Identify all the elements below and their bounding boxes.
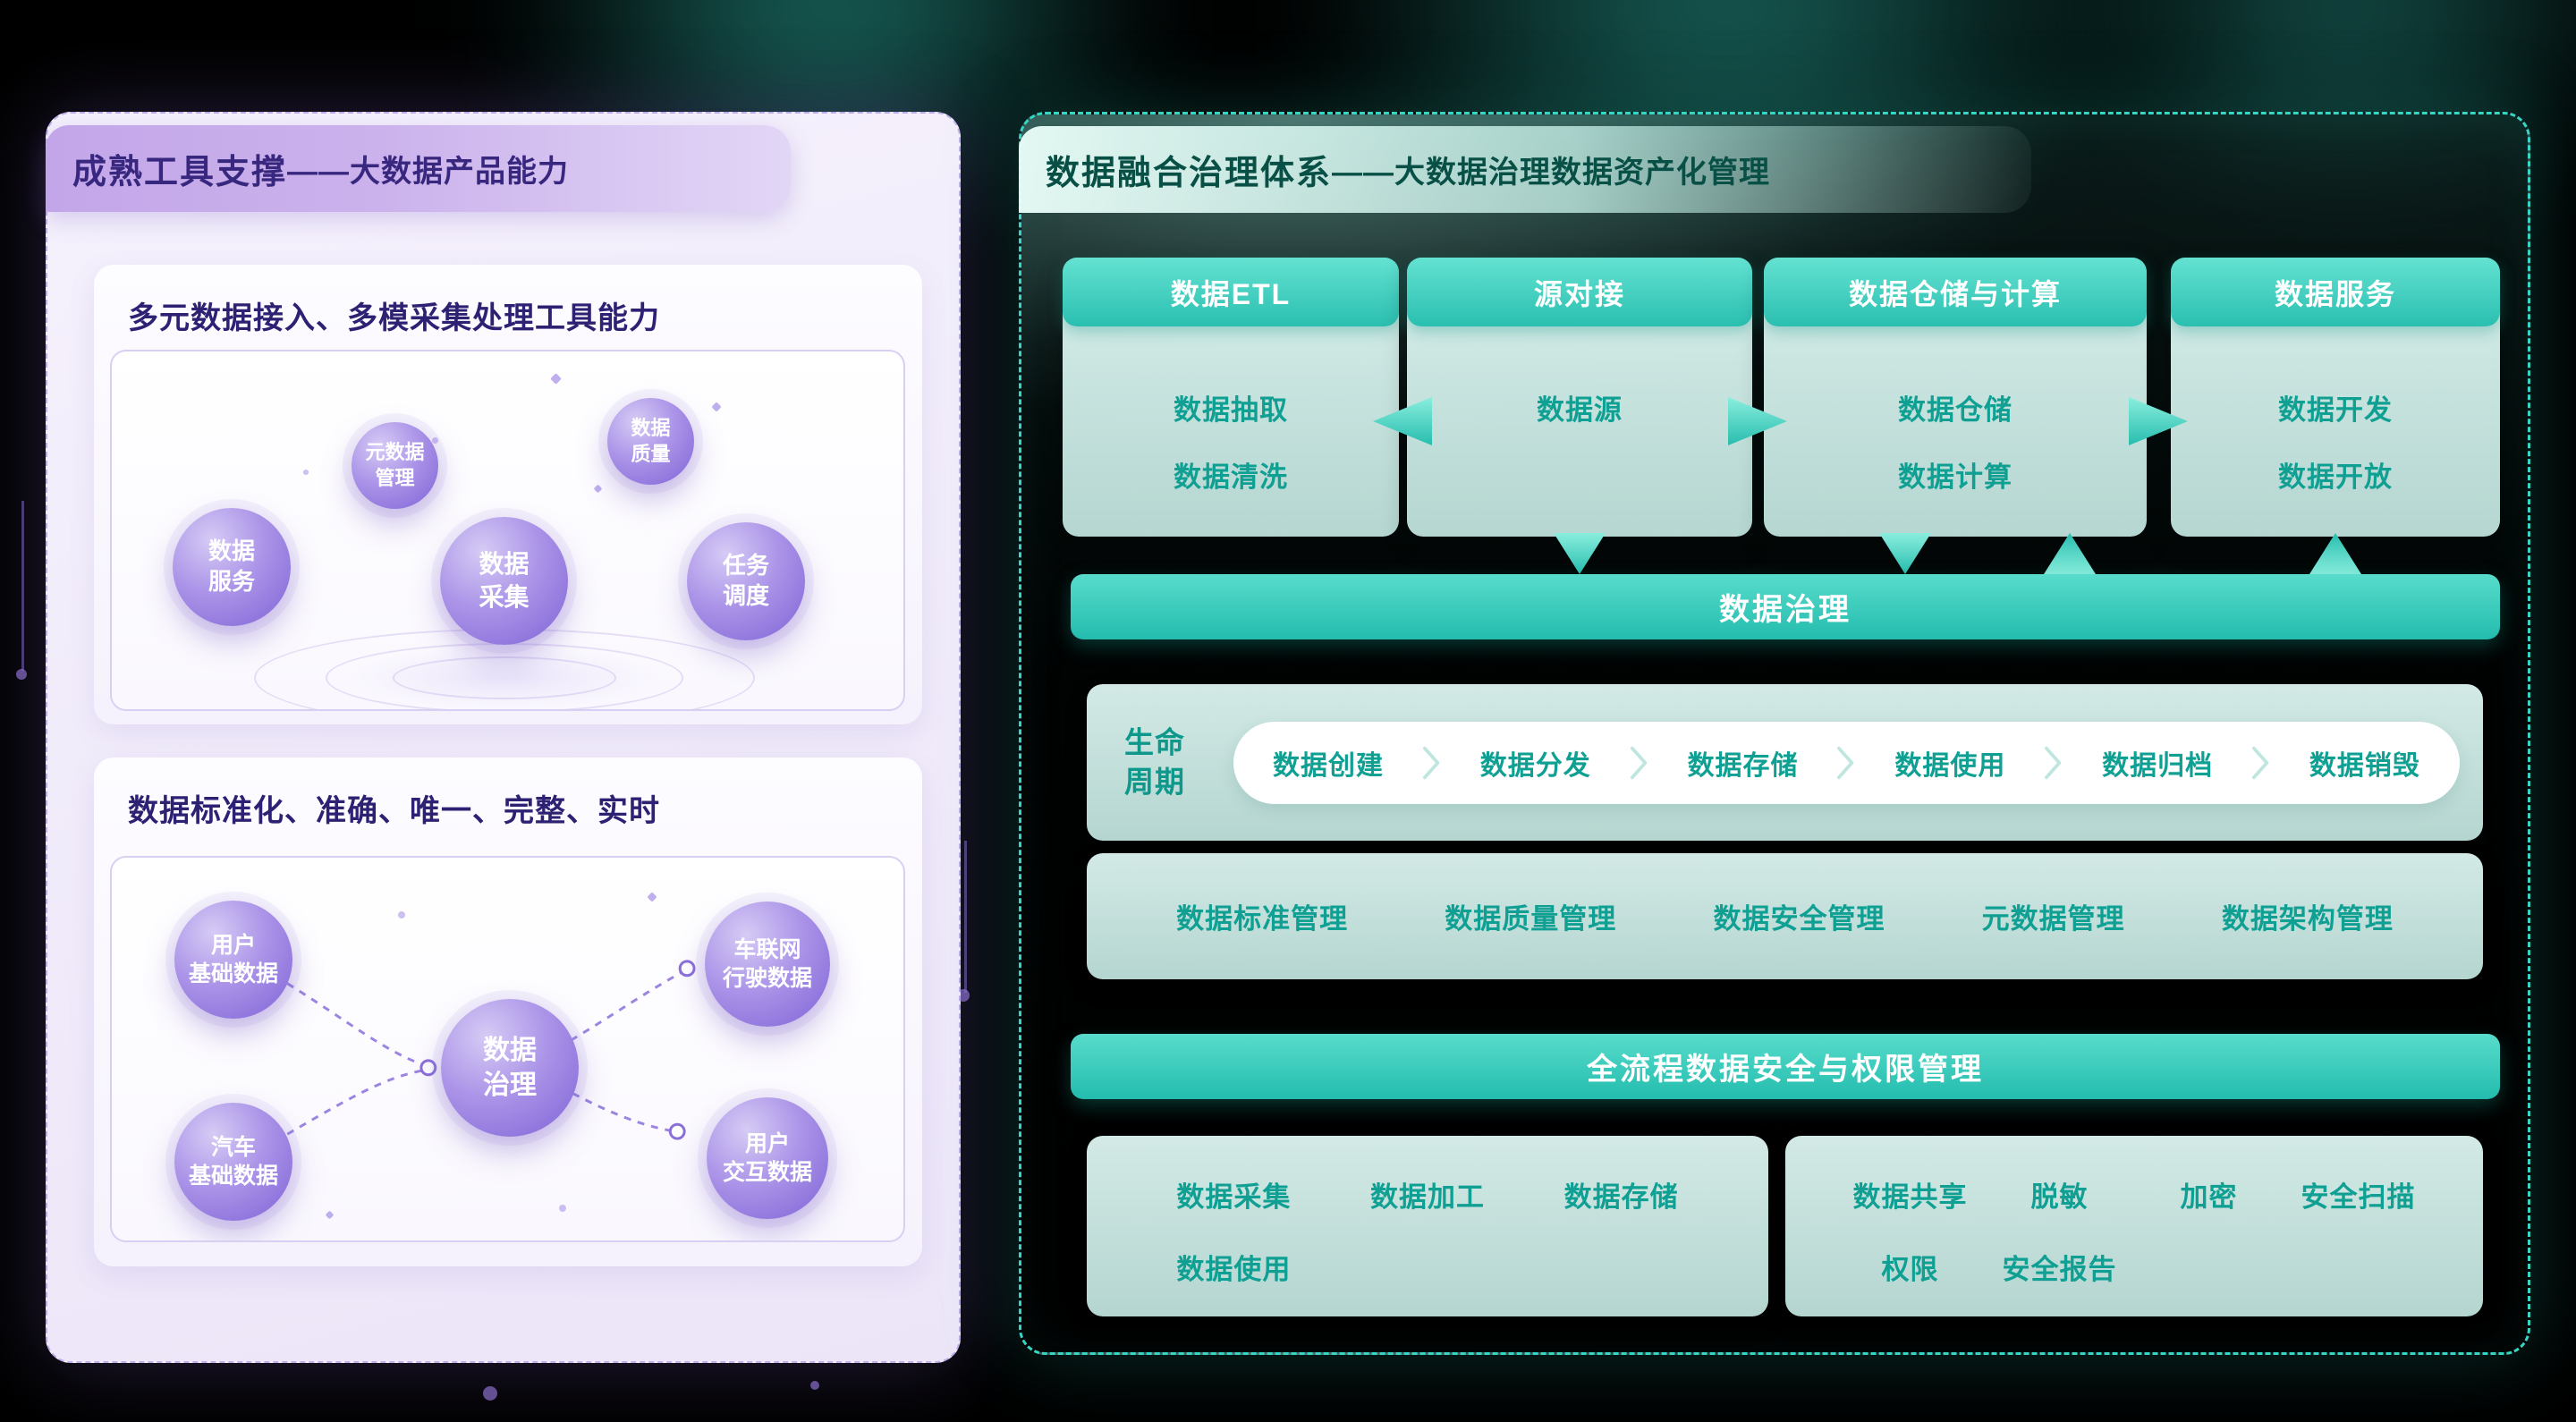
standards-card: 数据标准化、准确、唯一、完整、实时 用户 基础数据 车联网 行驶数据 数据 治理… <box>94 758 922 1266</box>
arrow-up-icon <box>2309 533 2361 574</box>
circuit-decoration <box>21 501 24 671</box>
deco-dot <box>559 1205 566 1212</box>
management-item: 元数据管理 <box>1981 903 2125 935</box>
tools-card-title: 多元数据接入、多模采集处理工具能力 <box>128 301 660 335</box>
right-panel-title: 数据融合治理体系 <box>1046 155 1333 192</box>
security-right-card: 数据共享 脱敏 加密 安全扫描 权限 安全报告 <box>1785 1136 2483 1316</box>
column-data-etl: 数据ETL 数据抽取 数据清洗 <box>1063 258 1399 537</box>
deco-dot <box>398 911 405 918</box>
security-item: 数据共享 <box>1852 1181 1968 1213</box>
security-item: 权限 <box>1881 1254 1939 1285</box>
column-source-integration: 源对接 数据源 <box>1407 258 1752 537</box>
circuit-decoration <box>16 669 27 680</box>
security-item: 安全扫描 <box>2301 1181 2416 1213</box>
lifecycle-step: 数据分发 <box>1479 750 1591 781</box>
column-header: 数据服务 <box>2171 258 2500 326</box>
left-panel-title: 成熟工具支撑 <box>72 154 288 191</box>
bubble-data-service: 数据 服务 <box>173 508 291 626</box>
circuit-decoration <box>483 1386 497 1401</box>
standards-card-title: 数据标准化、准确、唯一、完整、实时 <box>128 794 660 828</box>
governance-bar: 数据治理 <box>1071 574 2500 639</box>
circuit-decoration <box>964 841 967 993</box>
security-item: 数据存储 <box>1563 1181 1679 1213</box>
lifecycle-step: 数据销毁 <box>2309 750 2420 781</box>
column-items: 数据开发 数据开放 <box>2171 326 2500 537</box>
left-panel: 成熟工具支撑 ——大数据产品能力 多元数据接入、多模采集处理工具能力 元数据 管… <box>46 112 961 1363</box>
column-items: 数据源 <box>1407 326 1752 537</box>
chevron-separator-icon <box>1422 746 1440 779</box>
right-panel-title-suffix: ——大数据治理数据资产化管理 <box>1332 156 1771 190</box>
security-item: 安全报告 <box>2002 1254 2117 1285</box>
chevron-separator-icon <box>1630 746 1647 779</box>
lifecycle-card: 生命 周期 数据创建 数据分发 数据存储 数据使用 数据归档 数据销毁 <box>1087 684 2483 841</box>
column-header: 源对接 <box>1407 258 1752 326</box>
chevron-separator-icon <box>2045 746 2062 779</box>
column-item: 数据开放 <box>2278 461 2393 493</box>
left-panel-title-suffix: ——大数据产品能力 <box>287 155 570 189</box>
lifecycle-step: 数据存储 <box>1687 750 1799 781</box>
column-item: 数据开发 <box>2278 394 2393 426</box>
security-item: 数据使用 <box>1176 1254 1292 1285</box>
column-items: 数据仓储 数据计算 <box>1764 326 2147 537</box>
bubble-task-scheduling: 任务 调度 <box>687 522 805 640</box>
column-warehouse-computing: 数据仓储与计算 数据仓储 数据计算 <box>1764 258 2147 537</box>
tools-diagram: 元数据 管理 数据 质量 数据 服务 数据 采集 任务 调度 <box>110 350 905 711</box>
lifecycle-label: 生命 周期 <box>1124 724 1185 799</box>
column-item: 数据仓储 <box>1898 394 2012 426</box>
security-item: 脱敏 <box>2030 1181 2089 1213</box>
column-items: 数据抽取 数据清洗 <box>1063 326 1399 537</box>
security-left-items: 数据采集 数据加工 数据存储 数据使用 <box>1087 1136 1768 1316</box>
deco-dot <box>432 437 438 444</box>
lifecycle-steps: 数据创建 数据分发 数据存储 数据使用 数据归档 数据销毁 <box>1233 721 2460 804</box>
deco-dot <box>303 470 309 475</box>
bubble-metadata-management: 元数据 管理 <box>352 422 438 509</box>
management-item: 数据架构管理 <box>2221 903 2394 935</box>
lifecycle-step: 数据创建 <box>1273 750 1384 781</box>
column-data-service: 数据服务 数据开发 数据开放 <box>2171 258 2500 537</box>
bubble-data-collection: 数据 采集 <box>440 517 568 645</box>
arrow-up-icon <box>2044 533 2096 574</box>
right-panel-title-banner: 数据融合治理体系 ——大数据治理数据资产化管理 <box>1019 126 2031 213</box>
security-right-items: 数据共享 脱敏 加密 安全扫描 权限 安全报告 <box>1785 1136 2483 1316</box>
tools-card: 多元数据接入、多模采集处理工具能力 元数据 管理 数据 质量 数据 服务 数据 … <box>94 265 922 724</box>
right-panel: 数据融合治理体系 ——大数据治理数据资产化管理 数据ETL 数据抽取 数据清洗 … <box>1019 112 2530 1355</box>
column-item: 数据抽取 <box>1174 394 1288 426</box>
chevron-separator-icon <box>2252 746 2269 779</box>
bubble-auto-base-data: 汽车 基础数据 <box>174 1103 292 1221</box>
bubble-data-governance: 数据 治理 <box>441 999 579 1137</box>
column-header: 数据ETL <box>1063 258 1399 326</box>
security-left-card: 数据采集 数据加工 数据存储 数据使用 <box>1087 1136 1768 1316</box>
management-item: 数据安全管理 <box>1713 903 1885 935</box>
deco-dot <box>550 373 562 385</box>
lifecycle-step: 数据归档 <box>2102 750 2214 781</box>
bubble-vehicle-driving-data: 车联网 行驶数据 <box>705 901 830 1027</box>
lifecycle-step: 数据使用 <box>1894 750 2006 781</box>
circuit-decoration <box>810 1381 819 1390</box>
deco-dot <box>593 484 603 494</box>
security-item: 数据采集 <box>1176 1181 1292 1213</box>
left-panel-title-banner: 成熟工具支撑 ——大数据产品能力 <box>46 125 791 212</box>
security-item: 加密 <box>2180 1181 2238 1213</box>
connector-lines <box>286 960 696 1140</box>
column-item: 数据清洗 <box>1174 461 1288 493</box>
management-item: 数据标准管理 <box>1176 903 1349 935</box>
security-item: 数据加工 <box>1369 1181 1485 1213</box>
column-item: 数据源 <box>1537 394 1623 426</box>
deco-dot <box>711 402 722 412</box>
column-item: 数据计算 <box>1898 461 2012 493</box>
arrow-down-icon <box>1879 533 1931 574</box>
management-card: 数据标准管理 数据质量管理 数据安全管理 元数据管理 数据架构管理 <box>1087 853 2483 979</box>
chevron-separator-icon <box>1837 746 1854 779</box>
standards-diagram: 用户 基础数据 车联网 行驶数据 数据 治理 汽车 基础数据 用户 交互数据 <box>110 856 905 1242</box>
ripple-decoration <box>393 656 616 699</box>
bubble-user-interaction-data: 用户 交互数据 <box>707 1097 828 1219</box>
management-item: 数据质量管理 <box>1445 903 1617 935</box>
arrow-down-icon <box>1554 533 1606 574</box>
security-bar: 全流程数据安全与权限管理 <box>1071 1034 2500 1099</box>
bubble-user-base-data: 用户 基础数据 <box>174 901 292 1019</box>
bubble-data-quality: 数据 质量 <box>607 398 694 485</box>
column-header: 数据仓储与计算 <box>1764 258 2147 326</box>
